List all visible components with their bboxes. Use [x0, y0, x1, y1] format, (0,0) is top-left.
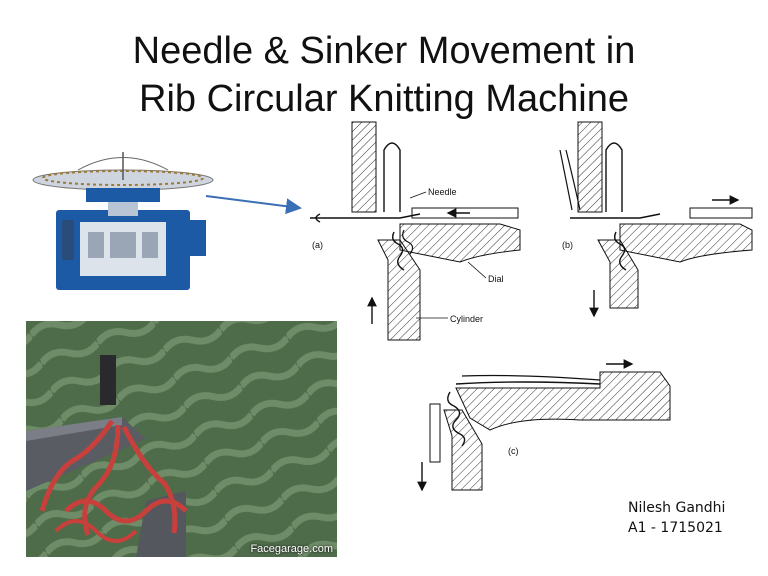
- panel-b-label: (b): [562, 240, 573, 250]
- panel-a-label: (a): [312, 240, 323, 250]
- knitting-machine-image: [32, 152, 214, 290]
- slide-title-line-2: Rib Circular Knitting Machine: [139, 78, 629, 120]
- label-cylinder: Cylinder: [450, 314, 483, 324]
- author-block: Nilesh Gandhi A1 - 1715021: [628, 498, 725, 538]
- panel-a: [310, 121, 521, 341]
- label-dial: Dial: [488, 274, 504, 284]
- panel-c: [417, 359, 671, 492]
- panel-c-label: (c): [508, 446, 519, 456]
- slide-title-line-1: Needle & Sinker Movement in: [132, 30, 636, 72]
- panel-b: [559, 121, 753, 318]
- pointer-arrow: [205, 195, 302, 215]
- author-name: Nilesh Gandhi: [628, 500, 726, 516]
- author-id: A1 - 1715021: [628, 520, 723, 536]
- photo-credit: Facegarage.com: [250, 543, 333, 555]
- label-needle: Needle: [428, 187, 457, 197]
- photo-image: [26, 321, 337, 557]
- knitting-closeup-photo: Facegarage.com: [26, 321, 337, 557]
